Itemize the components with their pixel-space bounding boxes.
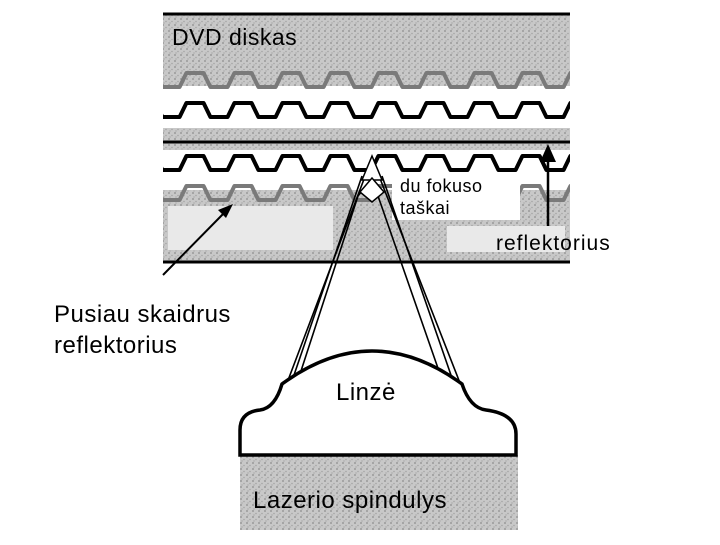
data-track-wave [163, 154, 570, 172]
focus-label-line2: taškai [400, 198, 450, 218]
semi-reflector-label-line1: Pusiau skaidrus [54, 301, 231, 328]
track-band [163, 86, 570, 128]
focus-label-box [392, 172, 520, 220]
focus-point-lower [358, 176, 386, 203]
disc-label: DVD diskas [172, 24, 297, 50]
data-track-wave [163, 71, 570, 89]
lens-label: Linzė [336, 379, 396, 406]
semi-reflector-arrow [162, 204, 233, 276]
focus-label-line1: du fokuso [400, 176, 483, 196]
semi-reflector-label-line2: reflektorius [54, 332, 177, 359]
laser-beam-area [240, 455, 518, 530]
reflector-arrow [540, 144, 556, 226]
data-track-wave [163, 101, 570, 119]
reflector-label: reflektorius [496, 232, 611, 255]
laser-label: Lazerio spindulys [253, 487, 447, 514]
lens [238, 349, 518, 457]
reflector-block [447, 226, 565, 252]
data-layer-waves [163, 71, 570, 202]
